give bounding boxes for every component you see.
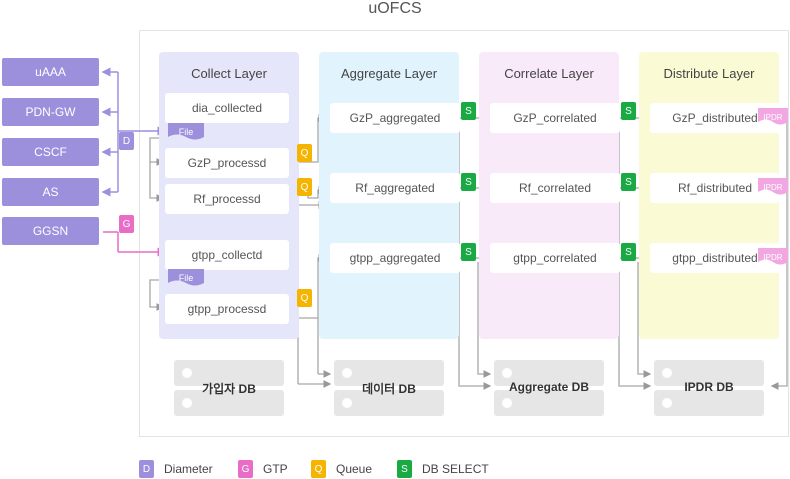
legend-queue-badge: Q <box>311 460 326 478</box>
legend-db-select-badge: S <box>397 460 412 478</box>
gtpp-correlated-box: gtpp_correlated <box>490 243 620 273</box>
queue-badge: Q <box>297 289 312 307</box>
legend-db-select: S DB SELECT <box>397 460 489 478</box>
db-select-badge: S <box>621 243 636 261</box>
legend-gtp: G GTP <box>238 460 288 478</box>
subscriber-db-label: 가입자 DB <box>202 382 256 396</box>
external-ggsn: GGSN <box>2 217 99 245</box>
subscriber-db: 가입자 DB <box>174 360 284 418</box>
ipdr-tag-label: IPDR <box>763 182 783 192</box>
legend-diameter-badge: D <box>139 460 154 478</box>
external-cscf: CSCF <box>2 138 99 166</box>
distribute-layer-title: Distribute Layer <box>663 66 755 81</box>
diagram-title: uOFCS <box>368 0 422 17</box>
aggregate-layer-title: Aggregate Layer <box>340 66 438 81</box>
file-tag-label: File <box>178 127 194 137</box>
file-tag: File <box>168 123 204 141</box>
file-tag-label: File <box>178 273 194 283</box>
legend-gtp-label: GTP <box>263 462 288 476</box>
gtpp-aggregated-box: gtpp_aggregated <box>330 243 460 273</box>
external-pdn-gw: PDN-GW <box>2 98 99 126</box>
queue-badge: Q <box>297 144 312 162</box>
db-select-badge: S <box>461 243 476 261</box>
data-db-label: 데이터 DB <box>362 382 416 396</box>
ipdr-tag: IPDR <box>758 108 788 126</box>
aggregate-db-label: Aggregate DB <box>508 380 589 394</box>
legend-db-select-label: DB SELECT <box>422 462 489 476</box>
ipdr-tag: IPDR <box>758 178 788 196</box>
db-select-badge: S <box>461 102 476 120</box>
ipdr-tag-label: IPDR <box>763 112 783 122</box>
rf-aggregated-box: Rf_aggregated <box>330 173 460 203</box>
legend-gtp-badge: G <box>238 460 253 478</box>
queue-badge: Q <box>297 178 312 196</box>
ipdr-db-label: IPDR DB <box>684 380 734 394</box>
legend-diameter-label: Diameter <box>164 462 213 476</box>
gzp-processd-box: GzP_processd <box>165 148 289 178</box>
correlate-layer-title: Correlate Layer <box>504 66 594 81</box>
ipdr-tag: IPDR <box>758 248 788 266</box>
dia-collected-box: dia_collected <box>165 93 289 123</box>
db-select-badge: S <box>461 173 476 191</box>
legend-queue-label: Queue <box>336 462 373 476</box>
file-tag: File <box>168 269 204 287</box>
gtp-badge: G <box>119 215 134 233</box>
diameter-badge: D <box>119 132 134 150</box>
db-select-badge: S <box>621 102 636 120</box>
legend-queue: Q Queue <box>311 460 372 478</box>
gtpp-collectd-box: gtpp_collectd <box>165 240 289 270</box>
external-uaaa: uAAA <box>2 58 99 86</box>
rf-processd-box: Rf_processd <box>165 184 289 214</box>
db-select-badge: S <box>621 173 636 191</box>
aggregate-db: Aggregate DB <box>494 360 604 418</box>
ipdr-tag-label: IPDR <box>763 252 783 262</box>
gtpp-processd-box: gtpp_processd <box>165 294 289 324</box>
ipdr-db: IPDR DB <box>654 360 764 418</box>
legend-diameter: D Diameter <box>139 460 213 478</box>
gzp-aggregated-box: GzP_aggregated <box>330 103 460 133</box>
external-as: AS <box>2 178 99 206</box>
gzp-correlated-box: GzP_correlated <box>490 103 620 133</box>
data-db: 데이터 DB <box>334 360 444 418</box>
collect-layer-title: Collect Layer <box>191 66 267 81</box>
rf-correlated-box: Rf_correlated <box>490 173 620 203</box>
